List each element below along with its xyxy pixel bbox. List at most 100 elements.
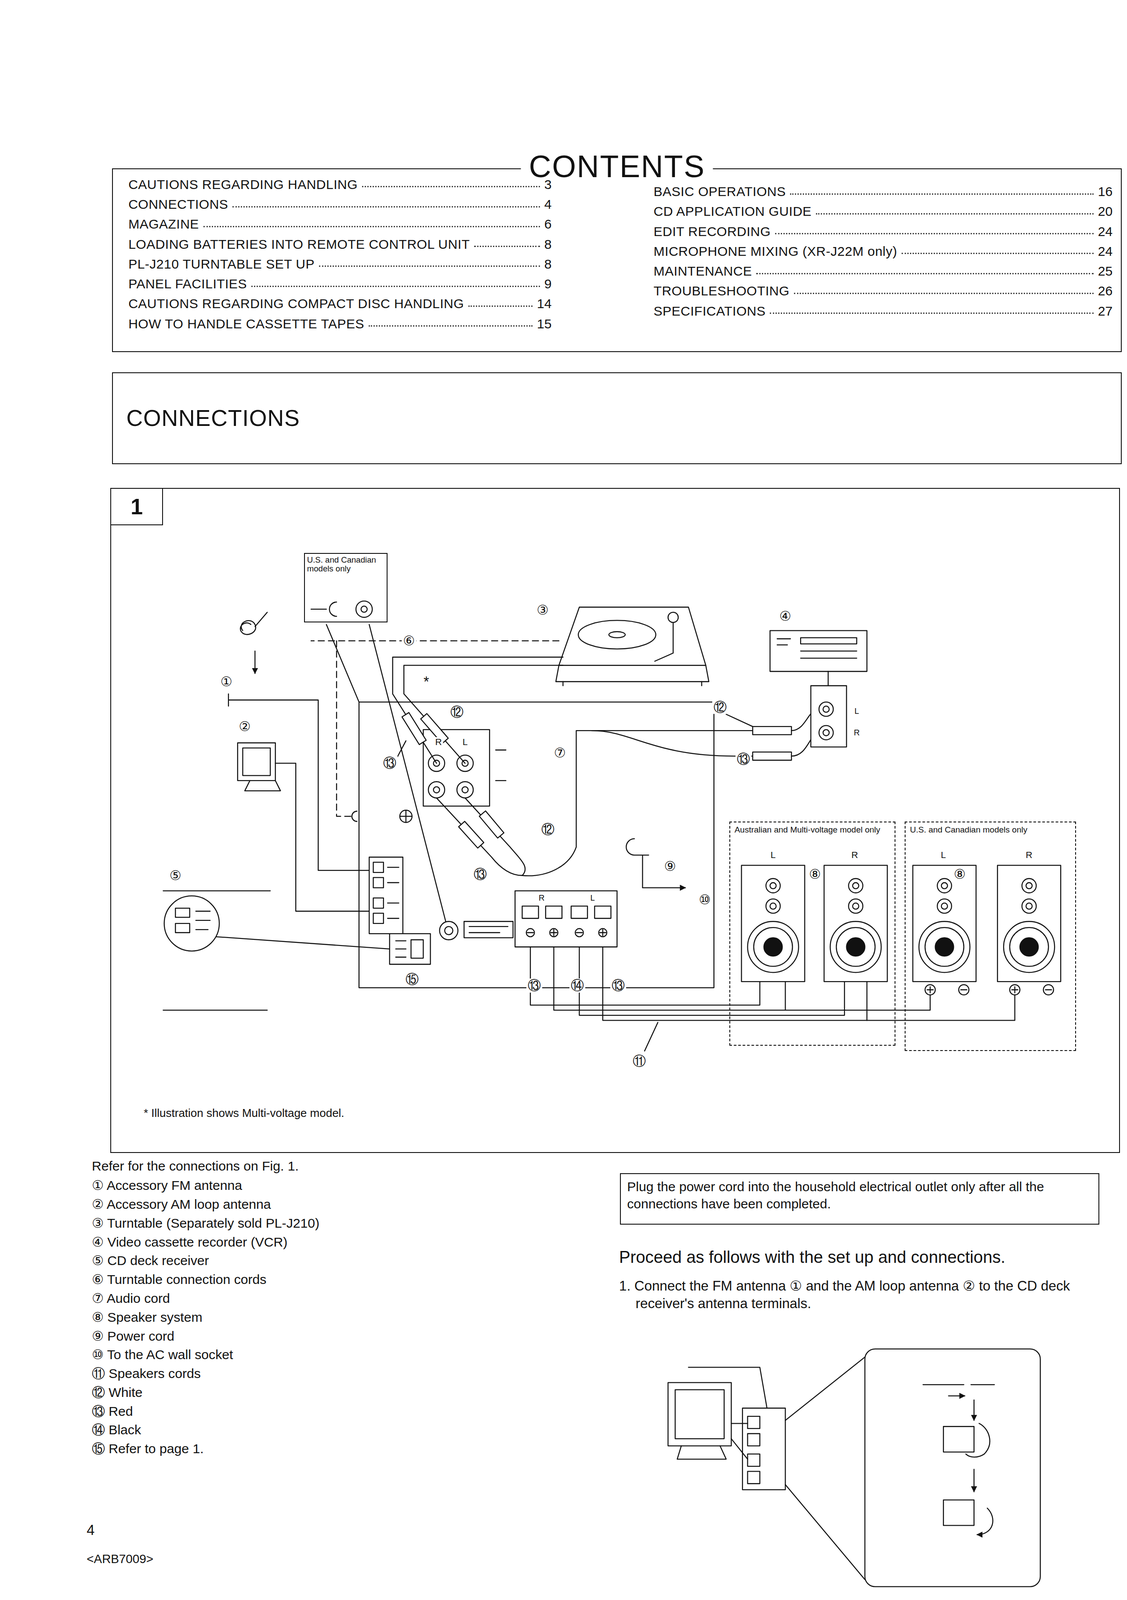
speaker-system [741,865,805,982]
receiver-back-panel [545,905,562,918]
figure-number-box: 1 [110,487,164,526]
contents-entry: MAGAZINE6 [128,216,552,232]
receiver-back-panel [387,866,399,918]
video-cassette-recorder [827,671,829,686]
dot-leader [769,312,1094,314]
turntable-connection-cords [392,656,564,763]
receiver-back-panel [389,933,431,964]
receiver-inset [175,923,190,933]
speaker-system [741,865,1062,995]
contents-entry: HOW TO HANDLE CASSETTE TAPES15 [128,315,552,332]
receiver-inset [163,890,390,1011]
dot-leader [793,292,1094,294]
audio-cord [752,751,792,761]
dot-leader [474,245,540,247]
antenna-inset [747,1470,760,1483]
contents-entry: CD APPLICATION GUIDE20 [653,203,1113,220]
contents-entry: CAUTIONS REGARDING COMPACT DISC HANDLING… [128,295,552,312]
contents-entry-title: PL-J210 TURNTABLE SET UP [128,256,315,272]
contents-entry-title: CONNECTIONS [128,196,229,213]
note-text: Australian and Multi-voltage model only [734,824,891,834]
antenna-inset [667,1381,732,1446]
callout-number: ⑬ [472,866,489,881]
receiver-back-panel [351,701,714,988]
page-reference: 14 [536,295,552,312]
asterisk-mark: * [422,674,431,689]
receiver-inset [195,910,211,930]
turntable [667,612,678,623]
page-reference: 25 [1098,263,1113,280]
callout-number: ③ [535,602,550,617]
note-text: U.S. and Canadian models only [909,824,1071,834]
figure-frame: * Illustration shows Multi-voltage model… [110,487,1120,1153]
channel-label: L [588,893,596,902]
callout-number: ⑤ [168,868,183,883]
receiver-back-panel [521,905,539,918]
dot-leader [251,285,540,287]
receiver-inset [163,890,271,1011]
receiver-back-panel [469,926,508,933]
receiver-back-panel [549,927,559,937]
video-cassette-recorder [800,650,857,658]
receiver-back-panel [462,786,469,793]
key-item: ① Accessory FM antenna [91,1176,243,1194]
turntable [558,606,706,665]
page-reference: 20 [1098,203,1113,220]
page-reference: 27 [1098,303,1113,319]
contents-entry: CONNECTIONS4 [128,196,552,213]
speaker-variant-region: U.S. and Canadian models only [904,821,1077,1051]
page-reference: 15 [536,315,552,332]
speaker-cords [553,946,786,1010]
receiver-back-panel [399,809,413,823]
region-adapter-symbols [329,601,337,617]
channel-label: R [537,893,546,902]
dot-leader [756,272,1094,275]
section-title: CONNECTIONS [126,405,301,431]
receiver-back-panel [571,905,588,918]
dot-leader [318,265,540,267]
receiver-inset [175,907,190,917]
video-cassette-recorder [818,701,834,716]
key-item: ⑥ Turntable connection cords [91,1270,267,1288]
contents-entry-title: MAGAZINE [128,216,200,232]
connection-illustration [163,600,1061,1586]
turntable-connection-cords [311,640,559,642]
callout-number: ⑬ [735,751,752,766]
contents-entry: MICROPHONE MIXING (XR-J22M only)24 [653,243,1113,260]
step-heading: Proceed as follows with the set up and c… [619,1245,1006,1268]
antenna-inset [747,1415,760,1428]
antenna-inset [747,1453,760,1466]
speaker-system [1009,984,1020,995]
note-text: Plug the power cord into the household e… [626,1177,1093,1212]
antenna-inset [973,1399,975,1420]
region-adapter-symbols [326,624,446,921]
note-text: U.S. and Canadian models only [307,555,385,573]
fm-antenna [240,612,268,635]
speaker-cords [602,946,867,1020]
antenna-inset [677,1445,726,1459]
receiver-back-panel [410,939,424,958]
turntable [555,606,709,686]
am-loop-antenna [244,780,281,791]
power-cord [626,838,686,888]
callout-number: ⑦ [552,745,568,760]
audio-cord [436,708,819,876]
turntable-connection-cords [396,740,406,758]
antenna-inset [943,1499,975,1525]
dot-leader [203,225,540,228]
video-cassette-recorder [777,638,791,645]
key-item: ⑦ Audio cord [91,1289,171,1307]
contents-entry-title: CAUTIONS REGARDING COMPACT DISC HANDLING [128,295,464,312]
callout-number: ⑬ [610,978,627,993]
antenna-inset [667,1348,1041,1587]
page-reference: 24 [1098,223,1113,240]
region-note-box: U.S. and Canadian models only [304,552,388,623]
key-item: ⑭ Black [91,1420,142,1439]
channel-label: R [852,728,861,737]
turntable [608,631,626,638]
receiver-back-panel [373,876,384,888]
contents-entry: PANEL FACILITIES9 [128,275,552,292]
contents-entry-title: TROUBLESHOOTING [653,282,790,299]
key-item: ⑪ Speakers cords [91,1364,201,1382]
